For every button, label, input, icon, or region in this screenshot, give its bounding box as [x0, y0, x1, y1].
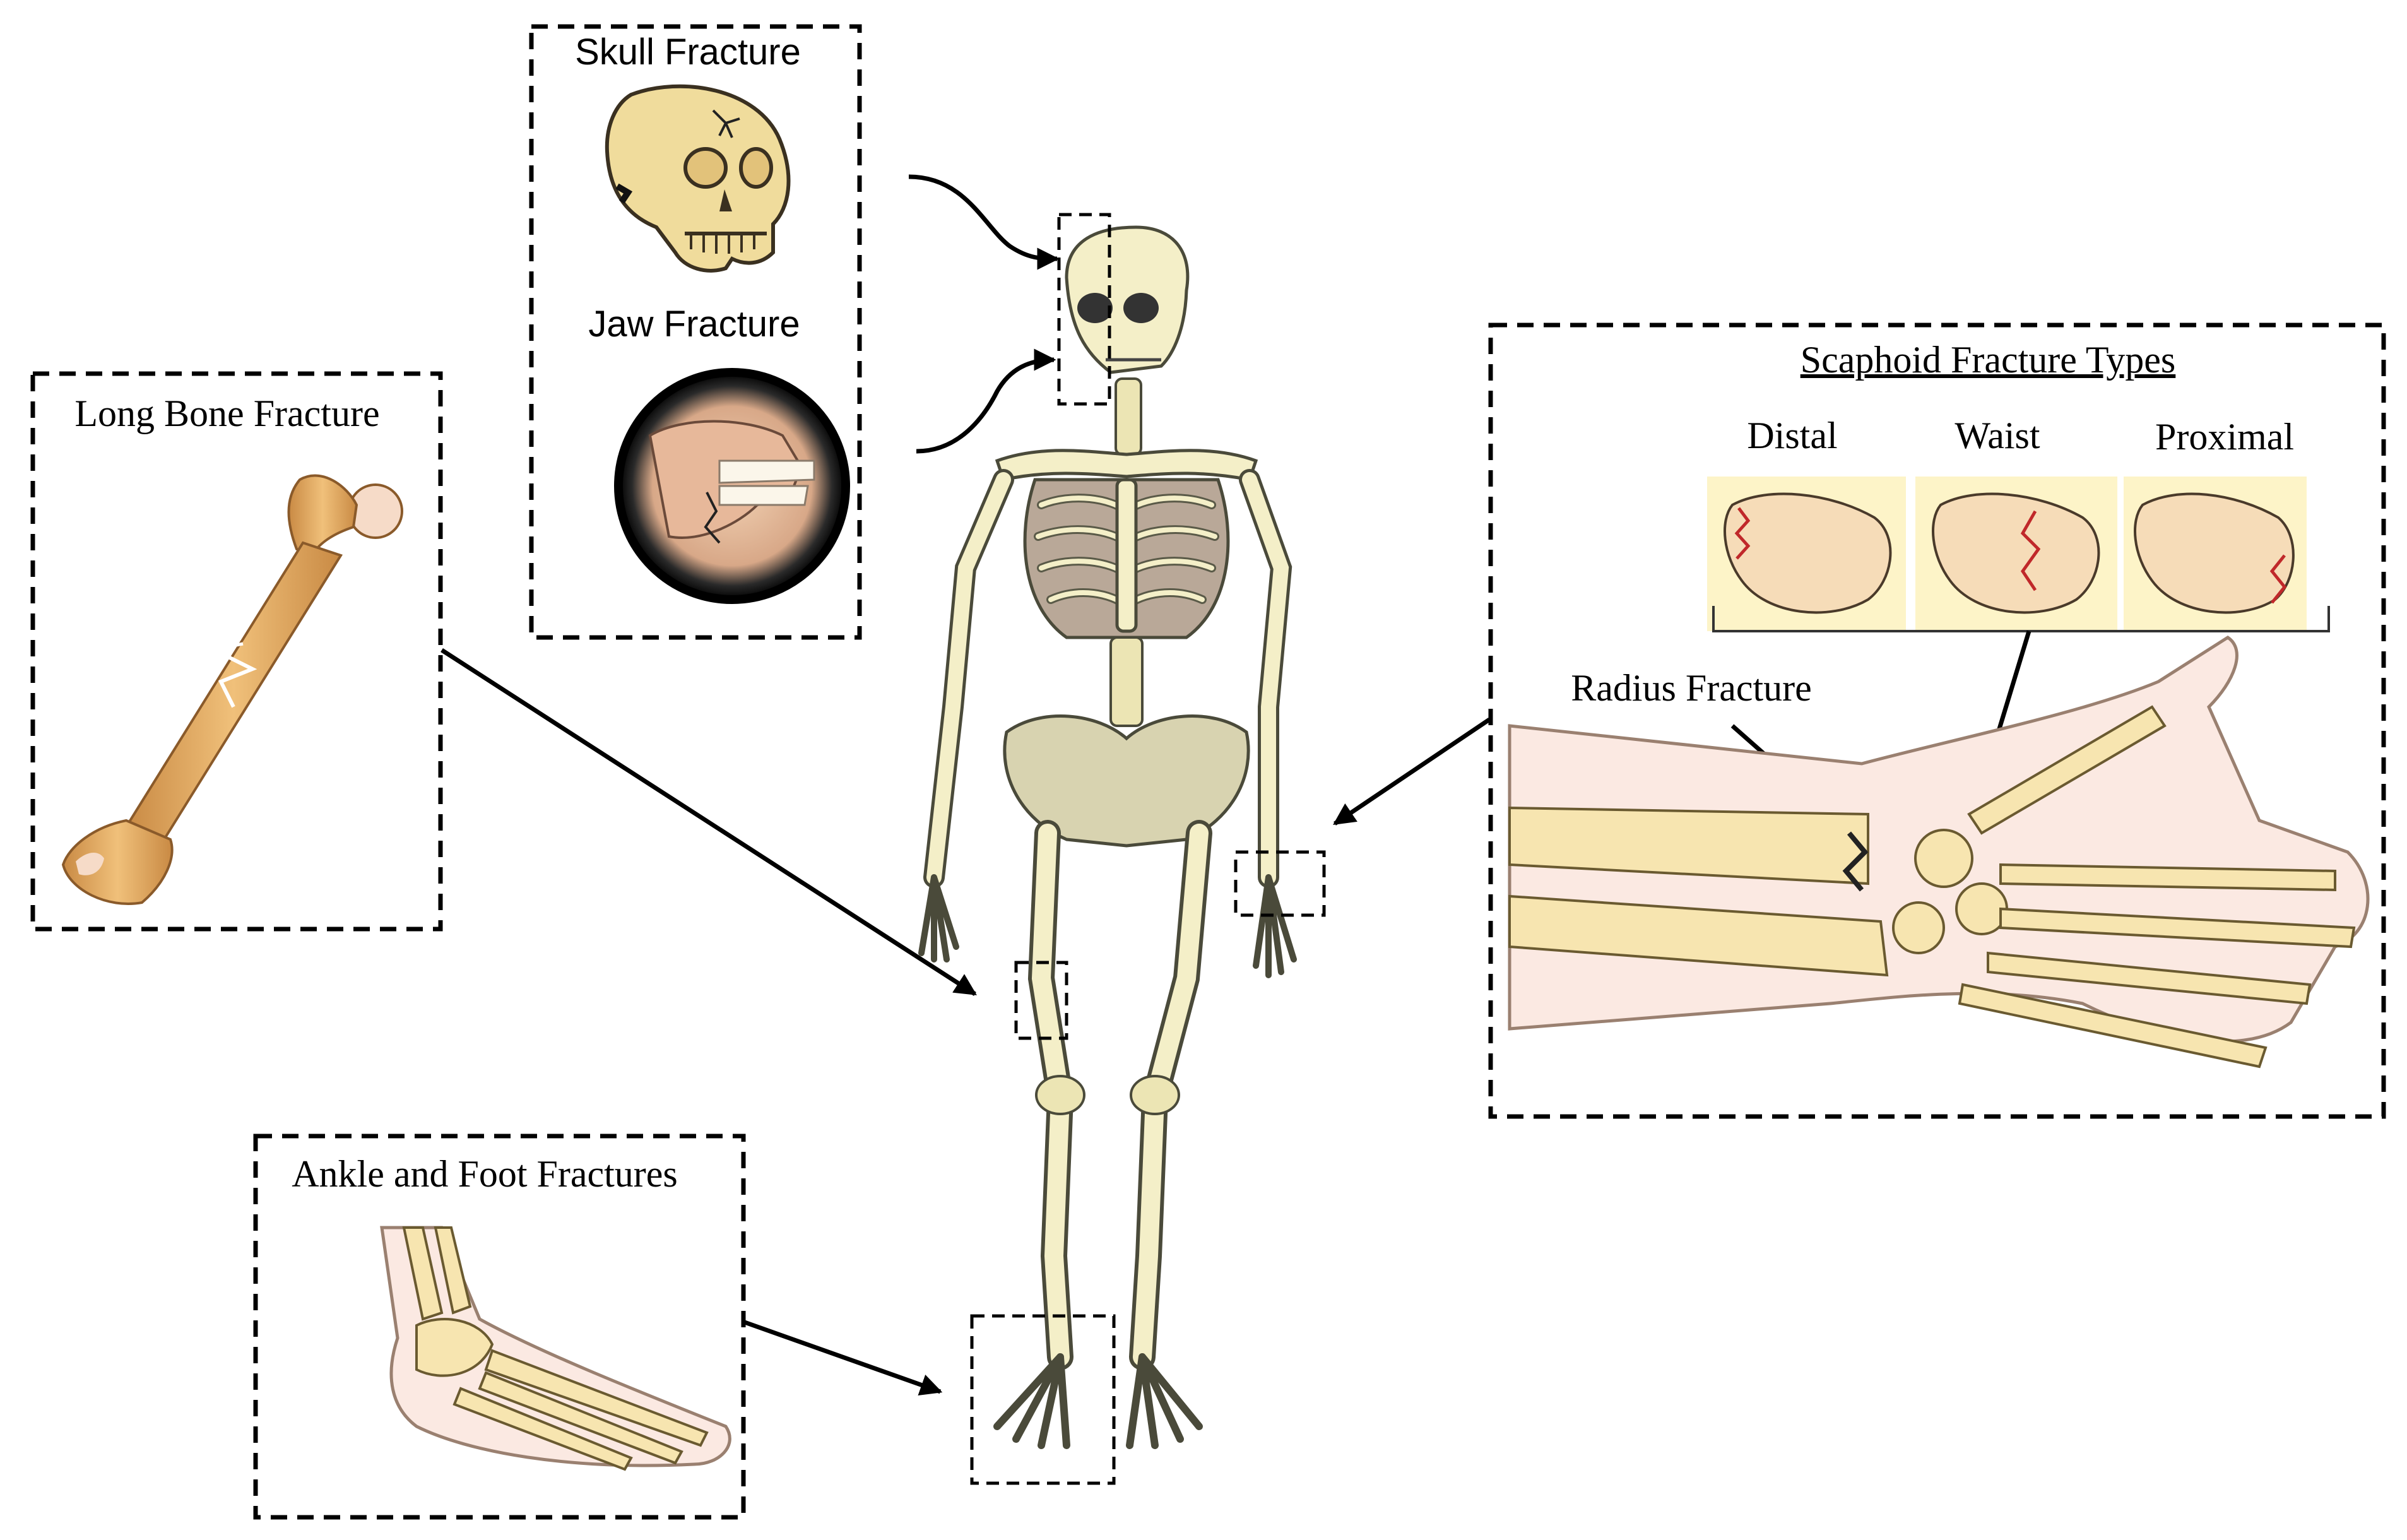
- jaw-fracture-label: Jaw Fracture: [588, 304, 800, 345]
- head-region-box: [1057, 213, 1111, 406]
- distal-label: Distal: [1747, 415, 1837, 456]
- skull-fracture-label: Skull Fracture: [575, 32, 801, 73]
- scaphoid-waist-panel: [1915, 477, 2117, 631]
- ankle-foot-box: [253, 1134, 746, 1520]
- scaphoid-fracture-types-title: Scaphoid Fracture Types: [1801, 339, 2176, 381]
- scaphoid-distal-panel: [1707, 477, 1906, 631]
- proximal-label: Proximal: [2155, 416, 2294, 458]
- fractured-femur-illustration: [61, 474, 403, 905]
- scaphoid-radius-box: [1488, 323, 2386, 1119]
- ankle-foot-panel: Ankle and Foot Fractures: [253, 1134, 746, 1520]
- foot-illustration: [380, 1226, 731, 1471]
- skull-jaw-panel: Skull Fracture Jaw Fracture: [529, 24, 862, 640]
- radius-fracture-label: Radius Fracture: [1571, 667, 1812, 709]
- ankle-foot-fractures-label: Ankle and Foot Fractures: [292, 1153, 678, 1195]
- waist-label: Waist: [1955, 415, 2040, 456]
- long-bone-box: [30, 371, 443, 932]
- foot-region-box: [970, 1314, 1116, 1485]
- wrist-arrow: [1333, 718, 1491, 826]
- long-bone-panel: Long Bone Fracture: [30, 371, 443, 932]
- fractured-skull-illustration: [605, 84, 791, 273]
- wrist-region-box: [1234, 850, 1326, 917]
- fractured-jaw-illustration: [614, 368, 850, 604]
- foot-arrow: [743, 1320, 943, 1395]
- scaphoid-proximal-panel: [2124, 477, 2307, 631]
- skeleton-illustration: [918, 225, 1297, 1449]
- jaw-arrow: [916, 348, 1056, 454]
- thigh-region-box: [1014, 961, 1068, 1040]
- skull-jaw-box: [529, 24, 862, 640]
- skull-arrow: [908, 174, 1060, 270]
- long-bone-arrow: [441, 648, 977, 996]
- hand-wrist-illustration: [1508, 636, 2370, 1069]
- long-bone-fracture-label: Long Bone Fracture: [74, 393, 379, 434]
- scaphoid-radius-panel: Scaphoid Fracture Types Distal Waist Pro…: [1488, 323, 2386, 1119]
